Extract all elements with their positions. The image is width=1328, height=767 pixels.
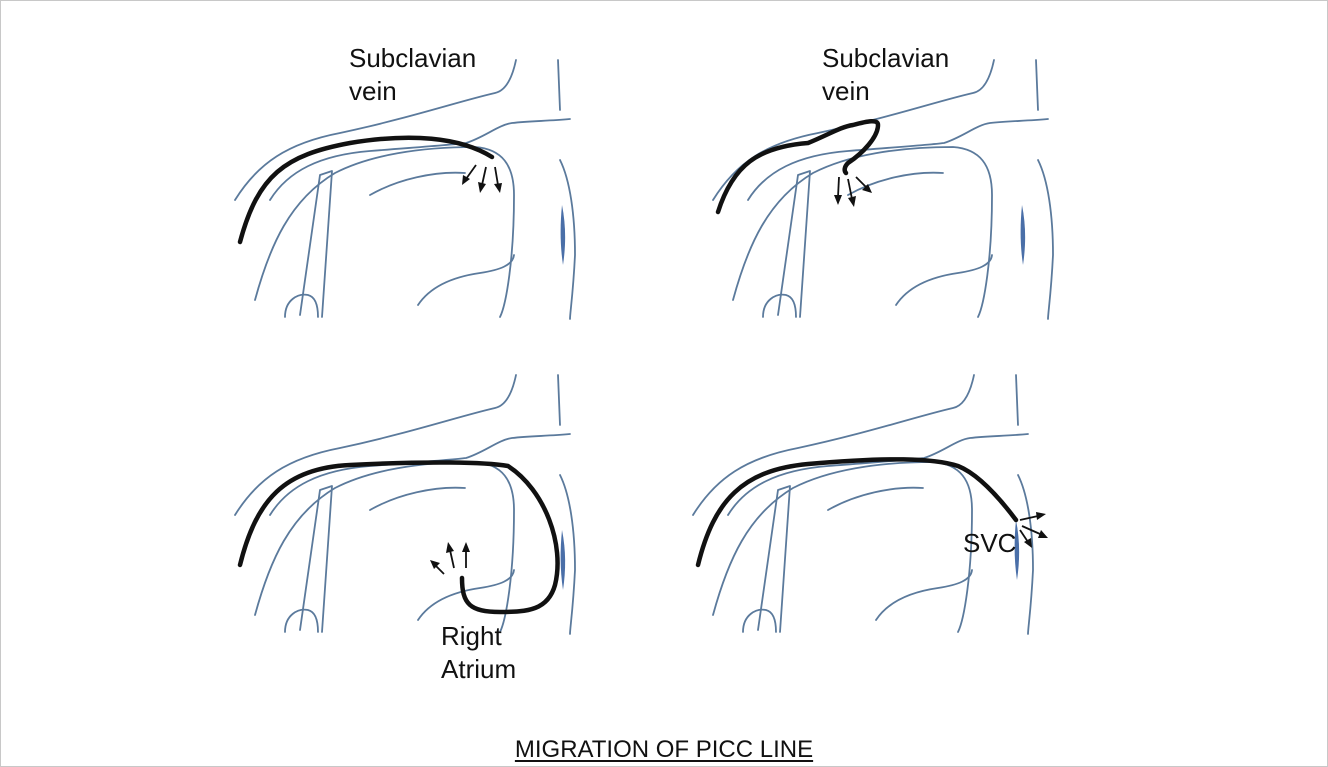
vessel-anatomy xyxy=(235,375,575,634)
figure-title: MIGRATION OF PICC LINE xyxy=(0,736,1328,764)
diagram-panel-bottom-right xyxy=(688,370,1048,635)
vessel-anatomy xyxy=(693,375,1033,634)
flow-arrows xyxy=(430,542,470,574)
label-line-1: Subclavian xyxy=(822,42,949,75)
label-right-atrium: Right Atrium xyxy=(441,620,516,686)
label-line-1: Subclavian xyxy=(349,42,476,75)
flow-arrows xyxy=(1020,512,1048,548)
label-subclavian-vein-top-right: Subclavian vein xyxy=(822,42,949,108)
label-line-2: vein xyxy=(349,75,476,108)
label-line-1: Right xyxy=(441,620,516,653)
diagram-panel-bottom-left xyxy=(230,370,590,635)
label-line-2: vein xyxy=(822,75,949,108)
label-svc: SVC xyxy=(963,527,1016,560)
label-subclavian-vein-top-left: Subclavian vein xyxy=(349,42,476,108)
label-line-2: Atrium xyxy=(441,653,516,686)
flow-arrows xyxy=(462,165,502,193)
